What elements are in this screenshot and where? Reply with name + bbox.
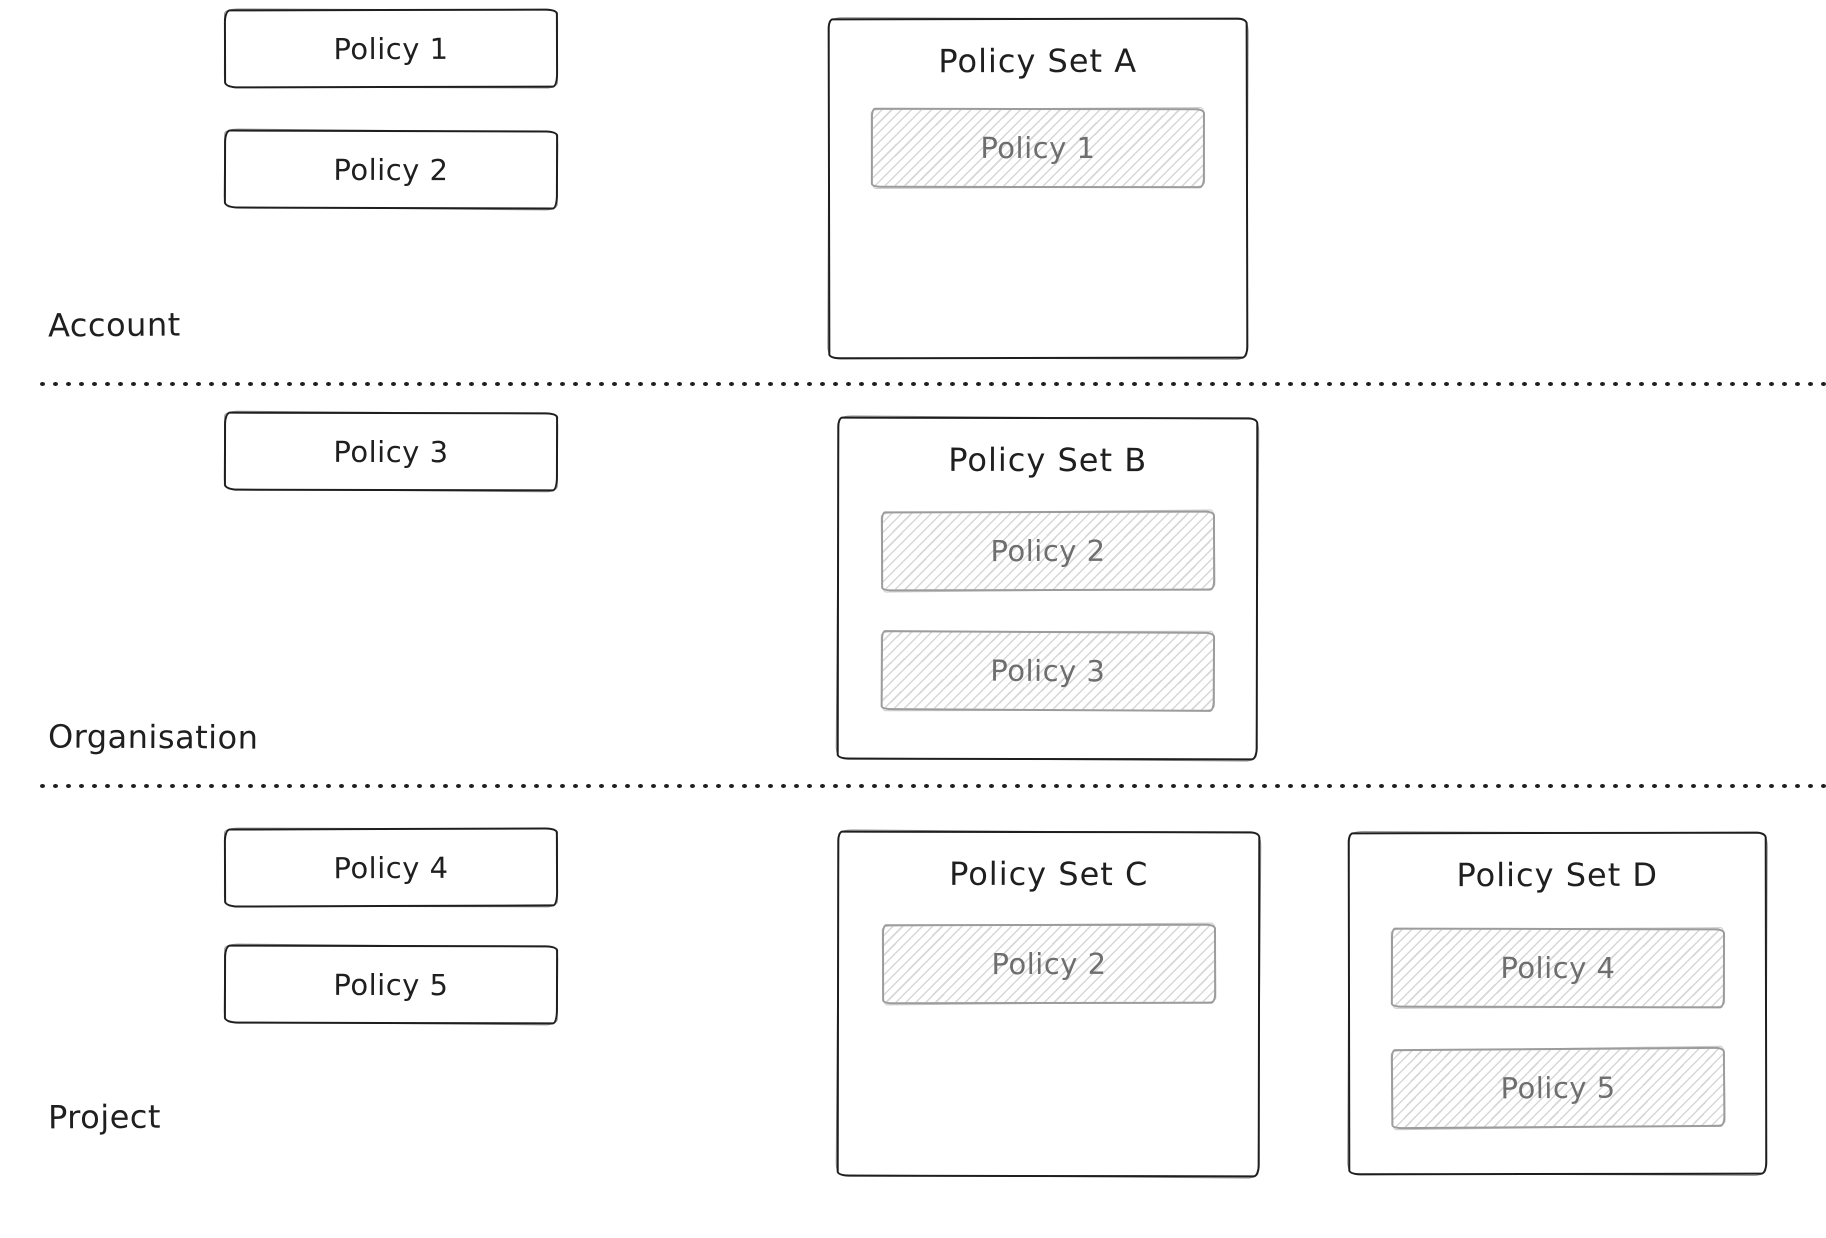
policy-box: Policy 3: [223, 411, 559, 492]
policy-set-member: Policy 1: [870, 107, 1205, 189]
policy-box: Policy 1: [223, 8, 559, 89]
policy-set-member-label: Policy 2: [989, 533, 1106, 569]
policy-set-member-label: Policy 5: [1499, 1070, 1616, 1106]
policy-set-member-label: Policy 1: [980, 130, 1096, 166]
policy-set-member-label: Policy 4: [1499, 950, 1616, 986]
policy-set: Policy Set A Policy 1: [827, 17, 1249, 360]
policy-box: Policy 4: [223, 827, 559, 908]
policy-set-title: Policy Set B: [948, 440, 1148, 480]
row-label: Organisation: [47, 717, 259, 757]
policy-set-member-label: Policy 3: [989, 653, 1105, 689]
policy-box-label: Policy 3: [333, 434, 449, 469]
policy-box: Policy 5: [223, 944, 559, 1025]
policy-set-member: Policy 2: [881, 923, 1216, 1005]
policy-set-member: Policy 5: [1390, 1046, 1725, 1130]
policy-set-member: Policy 3: [880, 630, 1215, 712]
policy-box-label: Policy 1: [333, 31, 449, 66]
policy-set: Policy Set C Policy 2: [836, 830, 1261, 1178]
policy-box-label: Policy 4: [333, 850, 449, 885]
policy-set: Policy Set D Policy 4 Policy 5: [1347, 831, 1768, 1176]
row-separator: [36, 783, 1826, 789]
policy-set-title: Policy Set D: [1456, 855, 1659, 895]
policy-set-member: Policy 4: [1390, 927, 1725, 1009]
policy-box-label: Policy 5: [333, 967, 449, 1002]
policy-set-member: Policy 2: [880, 510, 1215, 592]
policy-set-title: Policy Set A: [938, 41, 1138, 81]
row-separator: [36, 381, 1826, 387]
policy-box-label: Policy 2: [333, 152, 449, 187]
row-label: Account: [47, 305, 181, 345]
row-label: Project: [47, 1097, 162, 1137]
policy-set-title: Policy Set C: [949, 854, 1149, 894]
policy-box: Policy 2: [223, 129, 559, 210]
policy-set: Policy Set B Policy 2 Policy 3: [836, 416, 1259, 761]
policy-set-member-label: Policy 2: [990, 946, 1107, 982]
